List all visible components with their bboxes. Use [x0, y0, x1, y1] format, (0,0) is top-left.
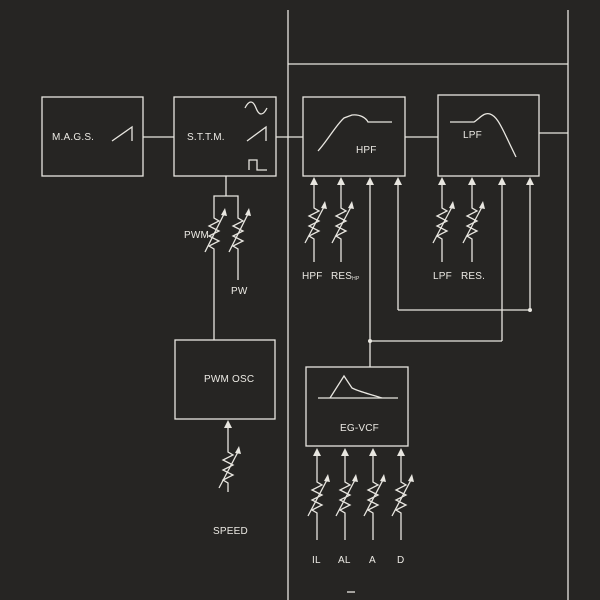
- sttm-block: S.T.T.M.: [173, 96, 277, 177]
- envelope-curve-icon: [329, 374, 383, 399]
- pwm-pot-arrow: [204, 211, 226, 253]
- pw-pot-arrow: [228, 211, 250, 253]
- square-wave-icon: [248, 159, 267, 171]
- lpf-cutoff-potentiometer: [435, 204, 449, 262]
- hpf-cutoff-label: HPF: [302, 271, 323, 282]
- speed-label: SPEED: [213, 526, 248, 537]
- mags-block: M.A.G.S.: [41, 96, 144, 177]
- eg-d-control: [391, 448, 414, 540]
- lpf-cutoff-label: LPF: [433, 271, 452, 282]
- hpf-res-subscript: HP: [352, 276, 360, 282]
- eg-il-control: [307, 448, 330, 540]
- sawtooth-wave-icon: [246, 125, 267, 142]
- lpf-res-pot-arrow: [462, 204, 484, 244]
- lowpass-curve-icon: [450, 112, 517, 158]
- lpf-cutoff-pot-arrow: [432, 204, 454, 244]
- a-label: A: [369, 555, 376, 566]
- hpf-res-label: RESHP: [331, 271, 360, 282]
- lpf-block: LPF: [437, 94, 540, 177]
- eg-a-control: [363, 448, 386, 540]
- hpf-res-potentiometer: [334, 204, 348, 262]
- al-label: AL: [338, 555, 351, 566]
- lpf-res-potentiometer: [465, 204, 479, 262]
- speed-arrow-head: [224, 420, 232, 428]
- mags-label: M.A.G.S.: [52, 132, 94, 143]
- hpf-label: HPF: [356, 145, 377, 156]
- sttm-label: S.T.T.M.: [187, 132, 225, 143]
- il-label: IL: [312, 555, 321, 566]
- hpf-cutoff-potentiometer: [307, 204, 321, 262]
- lpf-label: LPF: [463, 130, 482, 141]
- hpf-res-pot-arrow: [331, 204, 353, 244]
- d-label: D: [397, 555, 404, 566]
- pwm-osc-block: PWM OSC: [174, 339, 276, 420]
- pw-label: PW: [231, 286, 248, 297]
- hpf-block: HPF: [302, 96, 406, 177]
- eg-vcf-label: EG-VCF: [340, 423, 379, 434]
- pwm-osc-label: PWM OSC: [204, 374, 254, 385]
- junction-eg: [368, 339, 372, 343]
- hpf-cutoff-pot-arrow: [304, 204, 326, 244]
- pw-potentiometer: [231, 212, 245, 280]
- speed-pot-arrow: [218, 449, 240, 489]
- eg-al-control: [335, 448, 358, 540]
- sine-wave-icon: [244, 101, 268, 115]
- sawtooth-wave-icon: [111, 125, 133, 142]
- eg-vcf-block: EG-VCF: [305, 366, 409, 447]
- lpf-res-label: RES.: [461, 271, 485, 282]
- pwm-label: PWM: [184, 230, 209, 241]
- highpass-curve-icon: [317, 114, 392, 152]
- speed-potentiometer: [221, 448, 235, 492]
- wire-pwm-split: [213, 195, 239, 212]
